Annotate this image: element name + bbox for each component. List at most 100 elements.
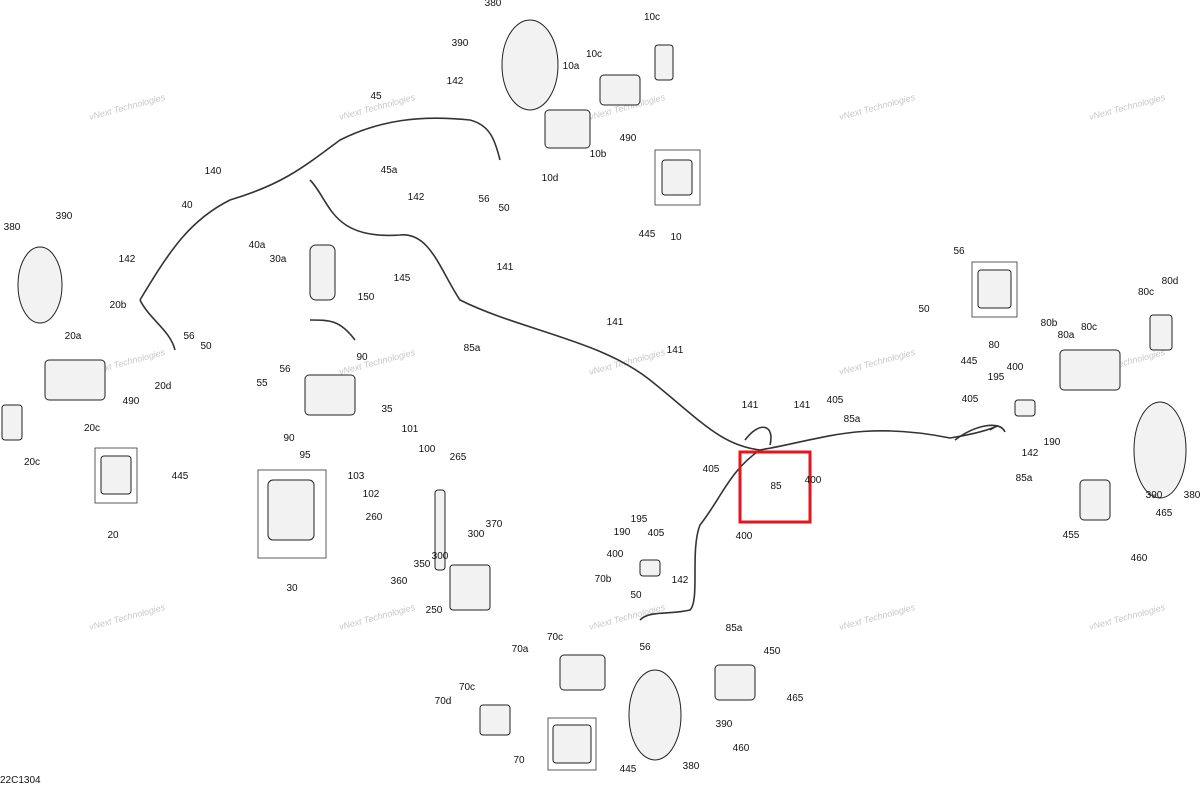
callout-labels: 38010c39010c14210a4510b49045a10d14056504… bbox=[4, 0, 1200, 775]
inset-caliper-80 bbox=[971, 261, 1018, 318]
caliper-10 bbox=[661, 159, 693, 196]
callout-label-95: 95 bbox=[299, 450, 311, 461]
callout-label-56: 56 bbox=[478, 194, 490, 205]
callout-label-445: 445 bbox=[961, 356, 978, 367]
callout-label-260: 260 bbox=[366, 512, 383, 523]
watermark: vNext Technologies bbox=[88, 602, 167, 632]
callout-label-380: 380 bbox=[485, 0, 502, 9]
callout-label-30: 30 bbox=[286, 583, 298, 594]
callout-label-380: 380 bbox=[683, 761, 700, 772]
callout-label-195: 195 bbox=[631, 514, 648, 525]
callout-label-490: 490 bbox=[620, 133, 637, 144]
callout-label-70d: 70d bbox=[435, 696, 452, 707]
distribution-block bbox=[1014, 399, 1036, 417]
callout-label-80c: 80c bbox=[1081, 322, 1097, 333]
caliper-20 bbox=[100, 455, 132, 495]
rotor-rear-left-380 bbox=[628, 669, 682, 761]
callout-label-141: 141 bbox=[742, 400, 759, 411]
callout-label-20d: 20d bbox=[155, 381, 172, 392]
callout-label-190: 190 bbox=[1044, 437, 1061, 448]
brake-line-80 bbox=[954, 424, 1006, 441]
callout-label-50: 50 bbox=[918, 304, 930, 315]
brake-line-40 bbox=[139, 117, 501, 301]
callout-label-450: 450 bbox=[764, 646, 781, 657]
rotor-front-right-380 bbox=[501, 19, 559, 111]
brake-line-loop bbox=[744, 426, 772, 446]
callout-label-80c: 80c bbox=[1138, 287, 1154, 298]
brake-line-145 bbox=[309, 179, 761, 451]
callout-label-80d: 80d bbox=[1162, 276, 1179, 287]
callout-label-445: 445 bbox=[172, 471, 189, 482]
callout-label-400: 400 bbox=[736, 531, 753, 542]
bracket-10c bbox=[654, 44, 674, 81]
callout-label-10b: 10b bbox=[590, 149, 607, 160]
callout-label-56: 56 bbox=[639, 642, 651, 653]
bracket-80c bbox=[1149, 314, 1173, 351]
brake-lines bbox=[139, 117, 1006, 621]
watermark: vNext Technologies bbox=[338, 602, 417, 632]
brake-line-20b bbox=[139, 299, 176, 351]
callout-label-380: 380 bbox=[1184, 490, 1200, 501]
callout-label-141: 141 bbox=[497, 262, 514, 273]
callout-label-10c: 10c bbox=[644, 12, 660, 23]
callout-label-460: 460 bbox=[733, 743, 750, 754]
callout-label-445: 445 bbox=[639, 229, 656, 240]
brake-pedal-250 bbox=[449, 564, 491, 611]
inset-caliper-20 bbox=[94, 447, 138, 504]
callout-label-45: 45 bbox=[370, 91, 382, 102]
callout-label-40: 40 bbox=[181, 200, 193, 211]
callout-label-390: 390 bbox=[716, 719, 733, 730]
callout-label-400: 400 bbox=[805, 475, 822, 486]
callout-label-30a: 30a bbox=[270, 254, 287, 265]
callout-label-390: 390 bbox=[1146, 490, 1163, 501]
callout-label-405: 405 bbox=[703, 464, 720, 475]
callout-label-85a: 85a bbox=[726, 623, 743, 634]
callout-label-50: 50 bbox=[498, 203, 510, 214]
caliper-80 bbox=[977, 269, 1012, 309]
callout-label-85a: 85a bbox=[844, 414, 861, 425]
watermark: vNext Technologies bbox=[588, 602, 667, 632]
callout-label-141: 141 bbox=[794, 400, 811, 411]
brake-rotors bbox=[17, 19, 1187, 761]
reservoir-30a bbox=[309, 244, 336, 301]
inset-master-cylinder-30 bbox=[257, 469, 327, 559]
callout-label-145: 145 bbox=[394, 273, 411, 284]
callout-label-80: 80 bbox=[988, 340, 1000, 351]
callout-label-56: 56 bbox=[183, 331, 195, 342]
callout-label-405: 405 bbox=[648, 528, 665, 539]
callout-label-10: 10 bbox=[670, 232, 682, 243]
callout-label-405: 405 bbox=[827, 395, 844, 406]
callout-label-80b: 80b bbox=[1041, 318, 1058, 329]
watermarks: vNext Technologies vNext Technologies vN… bbox=[88, 92, 1167, 632]
bracket-455 bbox=[1079, 479, 1111, 521]
callout-label-70c: 70c bbox=[459, 682, 475, 693]
callout-label-265: 265 bbox=[450, 452, 467, 463]
callout-label-190: 190 bbox=[614, 527, 631, 538]
callout-label-103: 103 bbox=[348, 471, 365, 482]
callout-label-20a: 20a bbox=[65, 331, 82, 342]
callout-label-490: 490 bbox=[123, 396, 140, 407]
callout-label-300: 300 bbox=[468, 529, 485, 540]
callout-label-85a: 85a bbox=[1016, 473, 1033, 484]
callout-label-405: 405 bbox=[962, 394, 979, 405]
caliper-10a bbox=[544, 109, 591, 149]
callout-label-10c: 10c bbox=[586, 49, 602, 60]
callout-label-100: 100 bbox=[419, 444, 436, 455]
callout-label-10a: 10a bbox=[563, 61, 580, 72]
rotor-rear-right-380 bbox=[1133, 401, 1187, 499]
callout-label-90: 90 bbox=[356, 352, 368, 363]
callout-label-70c: 70c bbox=[547, 632, 563, 643]
callout-label-445: 445 bbox=[620, 764, 637, 775]
watermark: vNext Technologies bbox=[838, 602, 917, 632]
callout-label-56: 56 bbox=[953, 246, 965, 257]
callout-label-390: 390 bbox=[56, 211, 73, 222]
callout-label-465: 465 bbox=[1156, 508, 1173, 519]
caliper-70c bbox=[479, 704, 511, 736]
inset-boxes bbox=[94, 149, 1018, 771]
callout-label-90: 90 bbox=[283, 433, 295, 444]
callout-label-101: 101 bbox=[402, 424, 419, 435]
callout-label-400: 400 bbox=[607, 549, 624, 560]
distribution-block-rear bbox=[639, 559, 661, 577]
brake-line-rear bbox=[639, 449, 761, 621]
callout-label-70a: 70a bbox=[512, 644, 529, 655]
